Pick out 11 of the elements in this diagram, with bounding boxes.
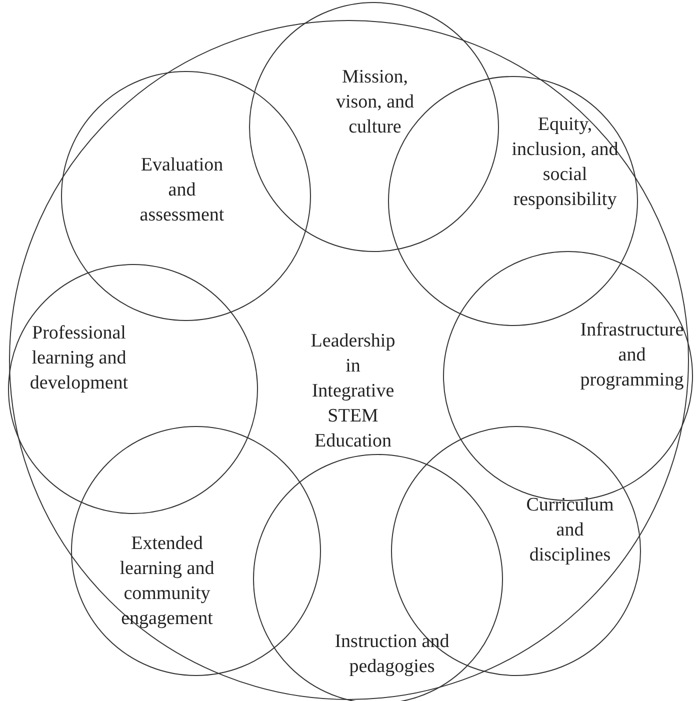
circle <box>8 264 258 514</box>
circle-label: Infrastructure and programming <box>579 318 685 392</box>
circle-label: Curriculum and disciplines <box>525 494 615 568</box>
circle-label: Equity, inclusion, and social responsibility <box>510 113 620 212</box>
circle-label: Evaluation and assessment <box>138 154 226 228</box>
circle <box>61 71 311 321</box>
circle-label: Professional learning and development <box>28 322 130 396</box>
circle-label: Mission, vison, and culture <box>334 66 416 140</box>
circle-label: Leadership in Integrative STEM Education <box>310 330 396 454</box>
circle <box>253 454 503 701</box>
circle <box>249 2 499 252</box>
